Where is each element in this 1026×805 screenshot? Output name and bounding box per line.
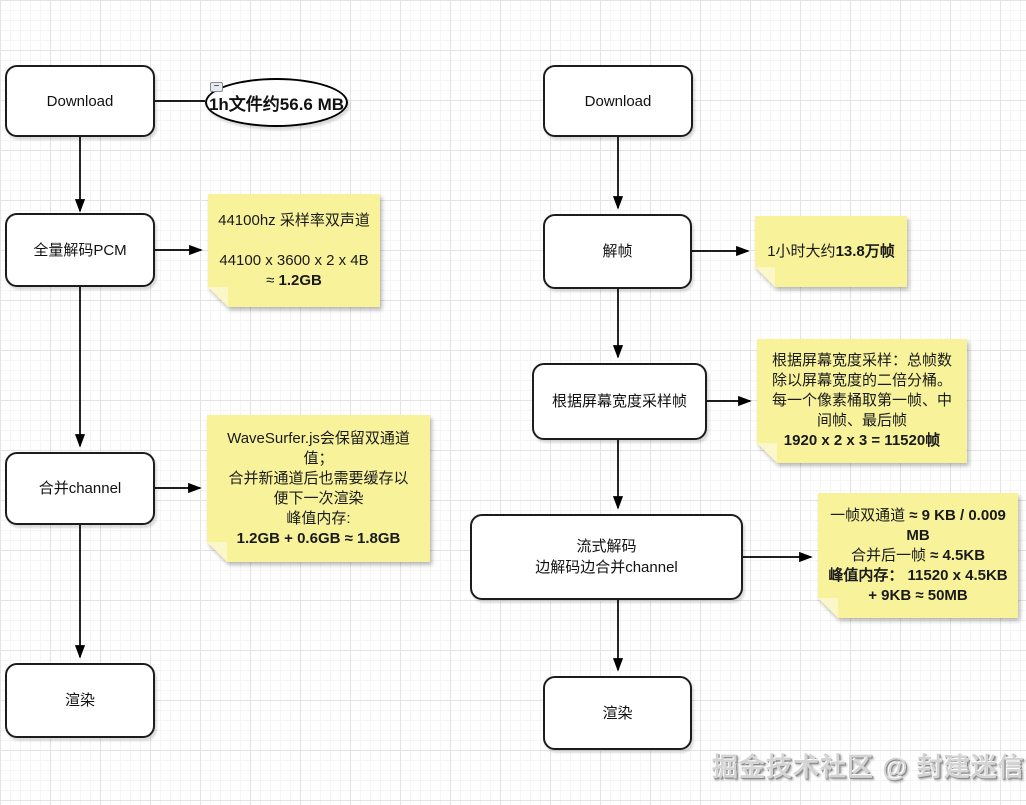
note-blank-line	[216, 231, 372, 251]
minus-glyph: −	[213, 81, 220, 92]
node-label: 渲染	[602, 704, 633, 722]
note-decode-pcm[interactable]: 44100hz 采样率双声道 44100 x 3600 x 2 x 4B ≈ 1…	[208, 194, 380, 307]
node-label: 流式解码 边解码边合并channel	[535, 538, 678, 576]
node-render-right[interactable]: 渲染	[543, 676, 692, 750]
note-line: 峰值内存： 11520 x 4.5KB + 9KB ≈ 50MB	[828, 566, 1008, 604]
watermark: 掘金技术社区 @ 封建迷信	[712, 752, 1025, 782]
node-label: Download	[46, 92, 114, 110]
node-file-size-ellipse[interactable]: 1h文件约56.6 MB	[205, 78, 348, 127]
node-label: 1h文件约56.6 MB	[208, 95, 345, 114]
note-text: 1小时大约13.8万帧	[759, 242, 903, 262]
note-text: 一帧双通道 ≈ 9 KB / 0.009 MB 合并后一帧 ≈ 4.5KB 峰值…	[826, 506, 1010, 606]
note-line: 44100 x 3600 x 2 x 4B	[219, 251, 369, 269]
node-deframe[interactable]: 解帧	[543, 214, 692, 289]
note-line: 1920 x 2 x 3 = 11520帧	[783, 432, 941, 449]
node-label: 合并channel	[38, 480, 122, 497]
note-merge-channel[interactable]: WaveSurfer.js会保留双通道值； 合并新通道后也需要缓存以便下一次渲染…	[207, 415, 430, 562]
note-line: 峰值内存:	[286, 509, 351, 527]
note-line: 根据屏幕宽度采样：总帧数除以屏幕宽度的二倍分桶。每一个像素桶取第一帧、中间帧、最…	[771, 352, 952, 429]
note-text: 44100hz 采样率双声道 44100 x 3600 x 2 x 4B ≈ 1…	[216, 211, 372, 291]
node-sample-frames[interactable]: 根据屏幕宽度采样帧	[532, 363, 707, 440]
note-line: ≈ 1.2GB	[266, 271, 322, 289]
node-label: 根据屏幕宽度采样帧	[551, 393, 687, 410]
node-label: 全量解码PCM	[33, 241, 127, 259]
node-merge-channel[interactable]: 合并channel	[5, 452, 155, 525]
node-label: 解帧	[602, 243, 633, 260]
node-label: Download	[584, 92, 652, 110]
note-frame-count[interactable]: 1小时大约13.8万帧	[755, 216, 907, 287]
node-render-left[interactable]: 渲染	[5, 663, 155, 738]
note-line: 1小时大约13.8万帧	[767, 242, 895, 260]
node-stream-decode[interactable]: 流式解码 边解码边合并channel	[470, 514, 743, 600]
node-download-right[interactable]: Download	[543, 65, 693, 137]
node-label: 渲染	[64, 692, 95, 709]
note-line: 44100hz 采样率双声道	[218, 211, 370, 229]
note-line: 一帧双通道 ≈ 9 KB / 0.009 MB	[830, 506, 1006, 544]
note-text: WaveSurfer.js会保留双通道值； 合并新通道后也需要缓存以便下一次渲染…	[223, 429, 414, 549]
note-stream-memory[interactable]: 一帧双通道 ≈ 9 KB / 0.009 MB 合并后一帧 ≈ 4.5KB 峰值…	[818, 493, 1018, 618]
node-download-left[interactable]: Download	[5, 65, 155, 137]
note-sample-detail[interactable]: 根据屏幕宽度采样：总帧数除以屏幕宽度的二倍分桶。每一个像素桶取第一帧、中间帧、最…	[757, 339, 967, 463]
note-line: 合并新通道后也需要缓存以便下一次渲染	[228, 469, 409, 507]
note-line: 合并后一帧 ≈ 4.5KB	[850, 546, 986, 564]
note-text: 根据屏幕宽度采样：总帧数除以屏幕宽度的二倍分桶。每一个像素桶取第一帧、中间帧、最…	[766, 351, 958, 451]
note-line: WaveSurfer.js会保留双通道值；	[227, 429, 410, 467]
collapse-icon[interactable]: −	[210, 82, 223, 92]
note-line: 1.2GB + 0.6GB ≈ 1.8GB	[236, 529, 401, 547]
node-decode-pcm[interactable]: 全量解码PCM	[5, 213, 155, 287]
